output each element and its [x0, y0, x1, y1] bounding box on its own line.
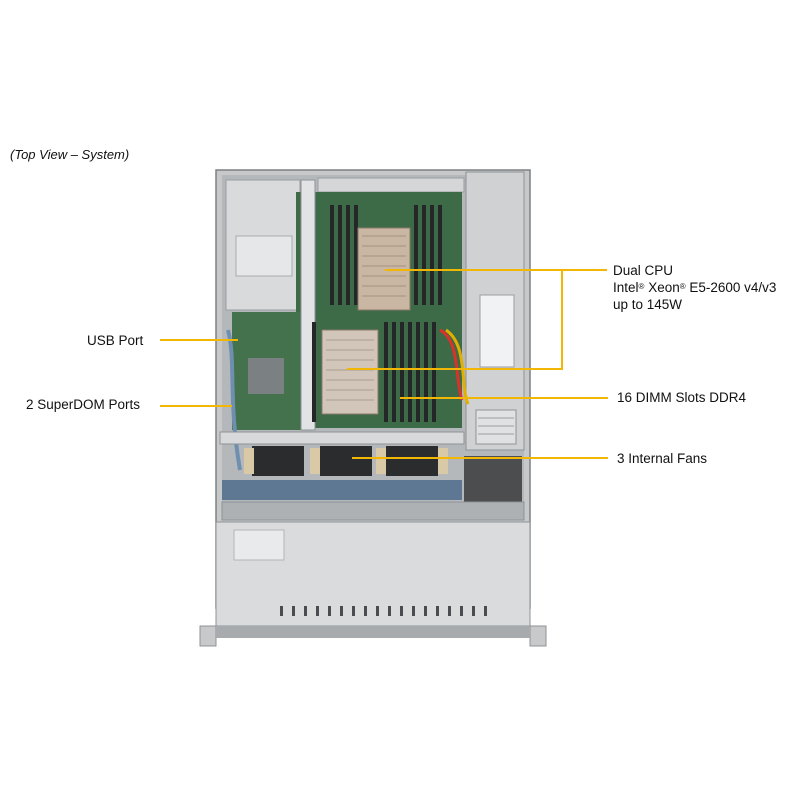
internal-fans-label: 3 Internal Fans [617, 451, 708, 466]
power-cables [439, 328, 464, 401]
cpu-callout-line-upper [385, 269, 607, 271]
left-rack-ear [199, 625, 217, 647]
usb-callout-line [160, 339, 238, 341]
internal-fans [244, 446, 448, 476]
view-caption: (Top View – System) [10, 147, 130, 162]
cpu-label-line3: up to 145W [613, 297, 683, 312]
cpu2-heatsink [321, 329, 379, 415]
cpu-label-line1: Dual CPU [613, 263, 674, 278]
cpu-callout-line-lower [347, 368, 563, 370]
fan-bracket [219, 431, 465, 445]
cpu-label-line2: Intel® Xeon® E5-2600 v4/v3 [613, 280, 777, 295]
right-rack-ear [529, 625, 547, 647]
superdom-callout-line [160, 405, 232, 407]
dimm-slots-lower [312, 322, 436, 422]
riser-bracket [300, 179, 316, 431]
dimm-callout-line [400, 397, 608, 399]
front-vents [280, 606, 487, 616]
cpu-callout-line-vertical [561, 269, 563, 370]
dual-cpu-label: Dual CPU Intel® Xeon® E5-2600 v4/v3 up t… [613, 262, 776, 313]
usb-port-label: USB Port [87, 333, 144, 348]
dimm-slots-upper [330, 205, 442, 305]
fans-callout-line [352, 457, 608, 459]
dimm-slots-label: 16 DIMM Slots DDR4 [617, 390, 747, 405]
superdom-ports-label: 2 SuperDOM Ports [26, 397, 141, 412]
